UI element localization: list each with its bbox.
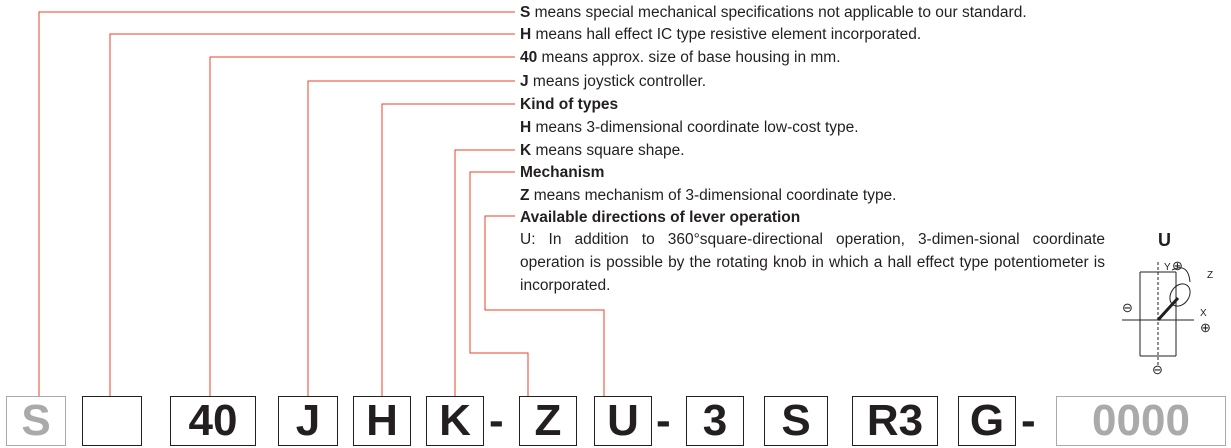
dash-1: - bbox=[489, 396, 504, 445]
code-box-r3: R3 bbox=[852, 396, 938, 446]
desc-type-h: H means 3-dimensional coordinate low-cos… bbox=[520, 119, 859, 136]
code-box-0000: 0000 bbox=[1056, 396, 1226, 446]
desc-z: Z means mechanism of 3-dimensional coord… bbox=[520, 187, 897, 204]
label-y: Y bbox=[1164, 262, 1171, 273]
code-box-k: K bbox=[426, 396, 484, 446]
code-box-3: 3 bbox=[686, 396, 744, 446]
leader-line-z bbox=[469, 171, 529, 396]
desc-s: S means special mechanical specification… bbox=[520, 4, 1027, 21]
code-box-s2: S bbox=[764, 396, 828, 446]
diagram-title: U bbox=[1158, 230, 1171, 250]
dash-3: - bbox=[1021, 396, 1036, 445]
heading-kind-of-types: Kind of types bbox=[520, 96, 619, 113]
leader-line-u bbox=[484, 215, 605, 396]
leader-line-s bbox=[38, 11, 515, 396]
code-box-type-h: H bbox=[353, 396, 411, 446]
code-box-j: J bbox=[278, 396, 338, 446]
leader-line-k bbox=[454, 149, 515, 396]
heading-lever-directions: Available directions of lever operation bbox=[520, 209, 801, 226]
code-box-g: G bbox=[958, 396, 1016, 446]
dash-2: - bbox=[656, 396, 671, 445]
code-box-40: 40 bbox=[170, 396, 256, 446]
code-box-z: Z bbox=[519, 396, 577, 446]
desc-40: 40 means approx. size of base housing in… bbox=[520, 49, 841, 66]
label-minus-y: ⊖ bbox=[1152, 362, 1163, 377]
leader-line-j bbox=[307, 80, 515, 396]
leader-line-40 bbox=[209, 56, 515, 396]
code-box-u: U bbox=[594, 396, 652, 446]
label-minus-x: ⊖ bbox=[1122, 300, 1133, 315]
desc-h: H means hall effect IC type resistive el… bbox=[520, 26, 922, 43]
desc-k: K means square shape. bbox=[520, 142, 685, 159]
lever-note: U: In addition to 360°square-directional… bbox=[520, 231, 1105, 294]
leader-line-h bbox=[109, 33, 515, 396]
code-box-s: S bbox=[6, 396, 66, 446]
code-box-h bbox=[82, 396, 142, 446]
label-plus-x: ⊕ bbox=[1200, 320, 1211, 335]
desc-j: J means joystick controller. bbox=[520, 73, 707, 90]
label-plus-y: ⊕ bbox=[1172, 258, 1183, 273]
heading-mechanism: Mechanism bbox=[520, 164, 605, 181]
label-z: Z bbox=[1207, 270, 1214, 281]
direction-diagram bbox=[1122, 262, 1194, 366]
leader-line-type bbox=[381, 103, 515, 396]
label-x: X bbox=[1200, 308, 1207, 319]
